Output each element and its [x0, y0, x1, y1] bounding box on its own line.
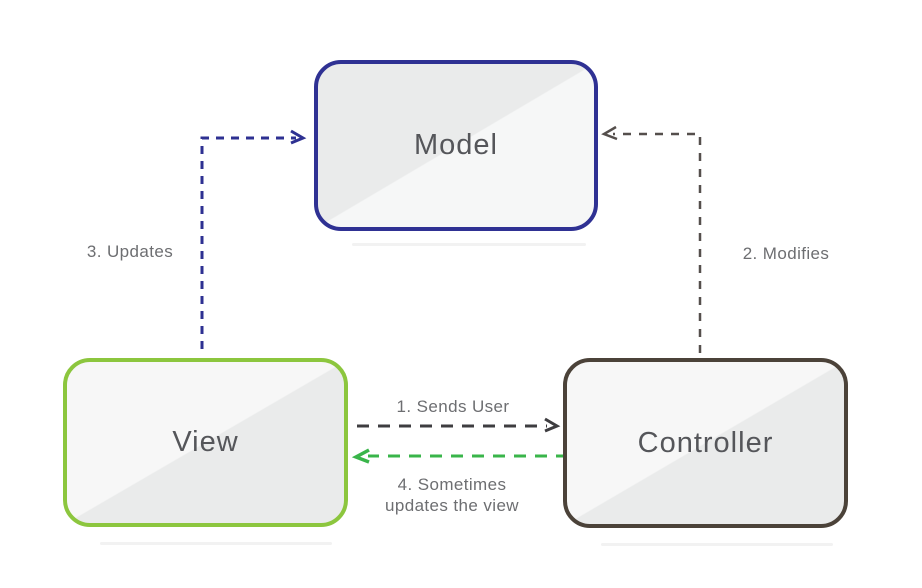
controller-box-label: Controller	[637, 426, 774, 459]
arrow-controller-to-model	[601, 125, 702, 353]
sometimes-updates-label-line1: 4. Sometimes	[397, 475, 507, 494]
arrow-controller-to-view	[351, 448, 568, 464]
controller-box: Controller	[563, 358, 848, 528]
sends-user-label: 1. Sends User	[396, 397, 510, 416]
model-box-label: Model	[414, 129, 498, 161]
arrow-updates-line	[200, 136, 296, 349]
view-reflection	[100, 542, 332, 545]
model-box: Model	[314, 60, 598, 231]
arrow-modifies-line	[613, 132, 702, 353]
arrow-sometimes-head	[351, 448, 370, 464]
controller-reflection	[601, 543, 833, 546]
sometimes-updates-label: 4. Sometimes updates the view	[342, 474, 562, 516]
arrow-sends-head	[544, 417, 561, 433]
model-reflection	[352, 243, 586, 246]
arrow-updates-head	[290, 129, 307, 145]
sometimes-updates-label-line2: updates the view	[385, 496, 519, 515]
arrow-view-to-controller	[357, 417, 561, 433]
view-box-label: View	[172, 426, 239, 458]
arrow-view-to-model	[200, 129, 307, 349]
view-box: View	[63, 358, 348, 527]
updates-label: 3. Updates	[86, 242, 174, 261]
arrow-modifies-head	[601, 125, 618, 141]
modifies-label: 2. Modifies	[742, 244, 830, 263]
